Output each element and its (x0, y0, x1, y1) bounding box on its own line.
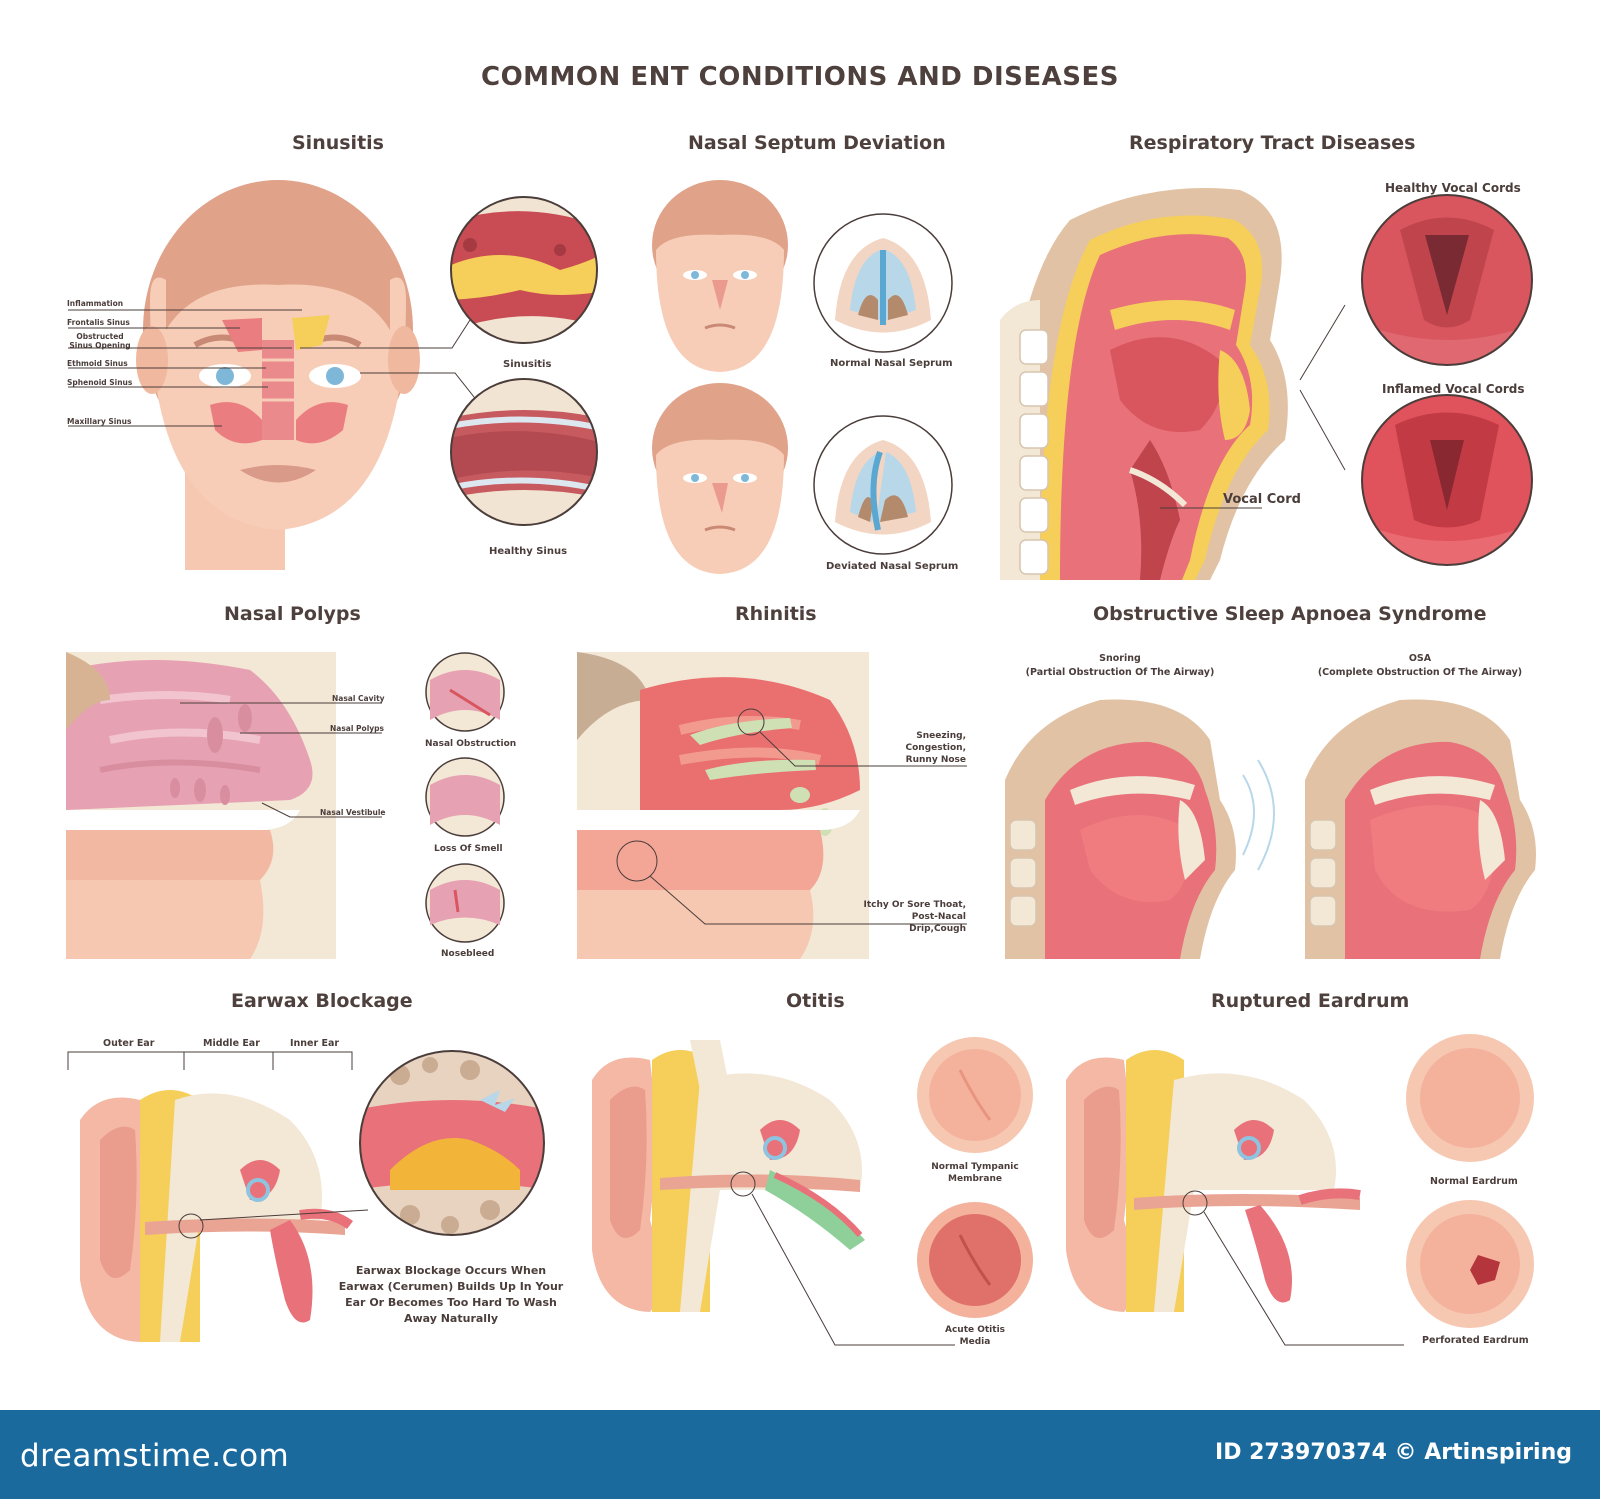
label-inner-ear: Inner Ear (290, 1038, 340, 1049)
earwax-description: Earwax Blockage Occurs When Earwax (Ceru… (338, 1264, 564, 1325)
inflamed-vocal-cords-circle (1362, 395, 1532, 565)
deviated-septum-circle (813, 415, 953, 555)
section-title-earwax: Earwax Blockage (231, 990, 413, 1012)
earwax-circle (360, 1051, 544, 1235)
label-osa: OSA (1408, 653, 1432, 664)
eardrum-leader (1182, 1190, 1404, 1346)
illustration-artwork (66, 180, 1545, 1346)
label-sphenoid-sinus: Sphenoid Sinus (67, 378, 133, 387)
osa-snoring-section (1005, 690, 1245, 959)
nasal-polyps-section (66, 652, 336, 959)
healthy-sinus-circle (451, 379, 597, 525)
label-perforated-eardrum: Perforated Eardrum (1422, 1335, 1529, 1346)
label-nosebleed: Nosebleed (441, 949, 495, 959)
septum-face-normal (652, 180, 788, 372)
polyp-symptom-circles (425, 652, 505, 943)
label-maxillary-sinus: Maxillary Sinus (67, 417, 132, 426)
eardrum-ear-section (1066, 1050, 1361, 1312)
label-healthy-sinus: Healthy Sinus (489, 546, 568, 557)
page-title: COMMON ENT CONDITIONS AND DISEASES (481, 62, 1119, 92)
snore-waves (1242, 759, 1275, 871)
rhinitis-section (577, 652, 869, 959)
sinusitis-circle (451, 197, 597, 343)
label-frontalis-sinus: Frontalis Sinus (67, 318, 130, 327)
healthy-vocal-cords-circle (1362, 195, 1532, 365)
section-title-polyps: Nasal Polyps (224, 603, 361, 625)
label-nasal-vestibule: Nasal Vestibule (320, 808, 386, 817)
earwax-leader (178, 1209, 369, 1239)
section-title-apnoea: Obstructive Sleep Apnoea Syndrome (1093, 603, 1487, 625)
label-inflammation: Inflammation (67, 299, 124, 308)
tympanic-circles (917, 1037, 1033, 1318)
label-sinusitis-circle: Sinusitis (503, 359, 552, 370)
label-snoring: Snoring (1099, 653, 1141, 664)
footer-bar: dreamstime.com ID 273970374 © Artinspiri… (0, 1410, 1600, 1499)
label-rhinitis-symptoms-top: Sneezing, Congestion, Runny Nose (905, 731, 967, 765)
osa-complete-section (1305, 690, 1545, 959)
label-normal-eardrum: Normal Eardrum (1430, 1176, 1518, 1187)
footer-credit: ID 273970374 © Artinspiring (1215, 1440, 1572, 1465)
label-nasal-polyps: Nasal Polyps (330, 724, 384, 733)
section-title-septum: Nasal Septum Deviation (688, 132, 946, 154)
section-title-respiratory: Respiratory Tract Diseases (1129, 132, 1416, 154)
label-ethmoid-sinus: Ethmoid Sinus (67, 359, 128, 368)
respiratory-head-section (1000, 188, 1346, 580)
label-nasal-obstruction: Nasal Obstruction (425, 739, 517, 749)
ear-region-brackets (67, 1051, 353, 1070)
section-title-otitis: Otitis (786, 990, 845, 1012)
label-normal-nasal-septum: Normal Nasal Seprum (830, 358, 953, 369)
label-normal-tympanic-membrane: Normal Tympanic Membrane (931, 1162, 1019, 1184)
sinusitis-face (136, 180, 420, 570)
section-title-sinusitis: Sinusitis (292, 132, 384, 154)
otitis-leader (730, 1171, 955, 1346)
nasal-polyps-leader-lines (180, 702, 382, 818)
septum-face-deviated (652, 383, 788, 574)
footer-brand[interactable]: dreamstime.com (20, 1438, 290, 1474)
label-obstructed-sinus-opening: Obstructed Sinus Opening (69, 332, 131, 350)
sinusitis-leader-lines (68, 309, 479, 427)
eardrum-circles (1406, 1034, 1534, 1328)
label-loss-of-smell: Loss Of Smell (434, 844, 503, 854)
section-title-eardrum: Ruptured Eardrum (1211, 990, 1410, 1012)
section-title-rhinitis: Rhinitis (735, 603, 817, 625)
label-rhinitis-symptoms-bottom: Itchy Or Sore Thoat, Post-Nacal Drip,Cou… (863, 900, 966, 934)
label-snoring-note: (Partial Obstruction Of The Airway) (1025, 667, 1215, 678)
label-deviated-nasal-septum: Deviated Nasal Seprum (826, 561, 959, 572)
label-inflamed-vocal-cords: Inflamed Vocal Cords (1382, 382, 1525, 396)
label-osa-note: (Complete Obstruction Of The Airway) (1317, 667, 1523, 678)
label-outer-ear: Outer Ear (103, 1038, 155, 1049)
rhinitis-leader-lines (616, 708, 967, 925)
normal-septum-circle (813, 213, 953, 353)
label-healthy-vocal-cords: Healthy Vocal Cords (1385, 181, 1521, 195)
label-nasal-cavity: Nasal Cavity (332, 694, 385, 703)
label-vocal-cord: Vocal Cord (1223, 492, 1301, 507)
label-acute-otitis-media: Acute Otitis Media (944, 1325, 1006, 1347)
label-middle-ear: Middle Ear (203, 1038, 260, 1049)
earwax-ear-section (80, 1090, 353, 1342)
otitis-ear-section (592, 1040, 865, 1312)
